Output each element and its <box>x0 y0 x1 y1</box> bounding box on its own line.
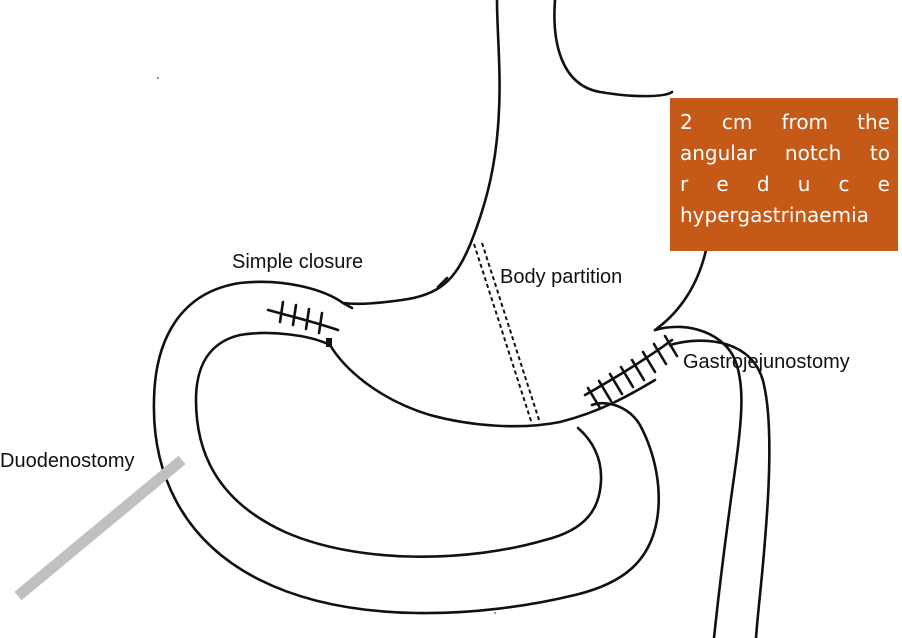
annotation-line: hypergastrinaemia <box>680 203 869 227</box>
duodenostomy-tube <box>14 455 186 601</box>
greater-curvature-line <box>341 0 501 306</box>
jejunum-left-line <box>653 325 743 638</box>
greater-curvature-right-line <box>653 248 708 332</box>
stray-dot <box>493 611 497 615</box>
annotation-line: angular notch to <box>680 141 890 165</box>
label-body-partition: Body partition <box>500 266 623 288</box>
duodenum-outer-line <box>152 280 660 615</box>
stray-dot <box>156 76 160 80</box>
label-duodenostomy: Duodenostomy <box>0 450 135 472</box>
esophagus-right-line <box>553 0 674 98</box>
annotation-box: 2 cm from the angular notch to r e d u c… <box>670 98 898 251</box>
label-gastrojejunostomy: Gastrojejunostomy <box>683 351 850 373</box>
closure-marker <box>326 338 332 347</box>
closure-notch <box>341 301 354 310</box>
annotation-line: 2 cm from the <box>680 110 890 134</box>
label-simple-closure: Simple closure <box>232 251 364 273</box>
gastrojejunostomy-stitches <box>583 334 679 410</box>
simple-closure-stitches <box>266 300 340 335</box>
lesser-curvature-line <box>328 343 657 428</box>
partition-notch <box>436 276 449 289</box>
duodenum-inner-line <box>194 331 603 558</box>
annotation-line: r e d u c e <box>680 172 890 196</box>
jejunum-right-line <box>668 339 771 638</box>
body-partition-line <box>473 242 541 425</box>
